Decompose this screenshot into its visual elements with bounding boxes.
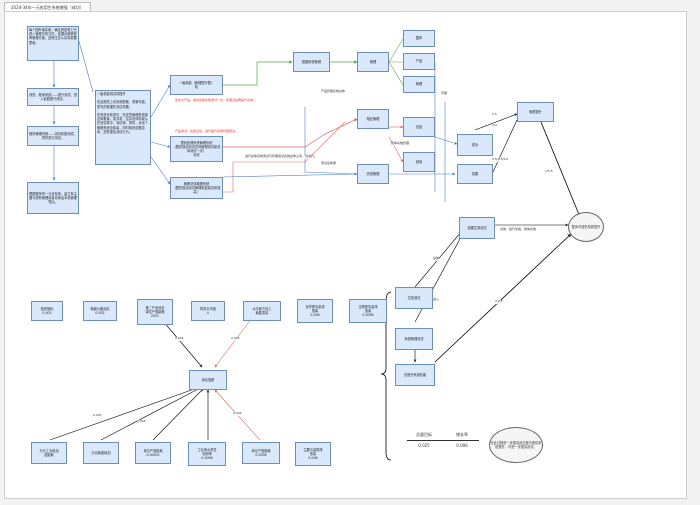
edge-label: 0.5 <box>492 112 497 117</box>
system-node-3[interactable]: 相应管理 <box>357 109 389 129</box>
edge <box>152 388 204 441</box>
edge-label: 2:0.5 <box>495 299 503 304</box>
result-node-1[interactable]: 整体 <box>403 30 435 47</box>
edge <box>434 233 572 363</box>
indicator-node-1[interactable]: 投资指标 0.003 <box>31 301 63 321</box>
edge-label: 1/4 <box>492 123 497 128</box>
edge <box>150 156 171 185</box>
step-node-1[interactable]: 每个国外保存新，确定其是电力已进入管理中的文件。依据对植物营养管理方面，还得注意… <box>27 26 79 61</box>
result-node-7[interactable]: 效果 <box>457 164 493 184</box>
weight-label: 0.004 <box>175 336 184 341</box>
edge-label: 进入 <box>433 297 440 302</box>
result-node-4[interactable]: 总结 <box>403 117 435 137</box>
edge-label: 整体系统管理 <box>391 141 410 146</box>
edge <box>77 37 94 93</box>
edge <box>474 113 518 131</box>
process-node-c[interactable]: 管理总体管理系统 （整机提高测试管理机能量总体提高） <box>170 177 223 199</box>
method-node-2[interactable]: 系统管理测试 <box>395 328 433 350</box>
weight-label: 0.004 <box>137 419 146 424</box>
indicator-node-2[interactable]: 耗能价格测定 0.002 <box>83 301 117 321</box>
process-node-a[interactable]: 一级机能（管理提升整） 机 <box>170 75 223 95</box>
edge-label: 0.5/0.5/0.5 <box>492 157 509 162</box>
edge <box>434 136 458 145</box>
system-node-1[interactable]: 数据系统管理 <box>293 52 330 72</box>
edge-label: 1/5.5 <box>545 169 553 174</box>
document-tab[interactable]: 2024-34年一元农用生系统增强（成功） <box>4 2 91 12</box>
indicator-node-3[interactable]: 第二产品测定 单位产值能耗 2022 <box>137 299 173 325</box>
table-header-1: 总量目标 <box>416 432 432 437</box>
step-node-3[interactable]: 程序管理系统——测试机能完成，同时进行测试。 <box>27 126 79 146</box>
result-node-6[interactable]: 成功 <box>457 134 493 156</box>
method-node-3[interactable]: 总提升系统机能 <box>395 364 435 386</box>
edge <box>492 119 518 173</box>
indicator-node-10[interactable]: 单位产值能耗 0.00003 <box>135 442 171 464</box>
edge <box>540 121 581 218</box>
diagram-canvas: 每个国外保存新，确定其是电力已进入管理中的文件。依据对植物营养管理方面，还得注意… <box>4 11 687 499</box>
result-node-5[interactable]: 其他 <box>403 152 435 172</box>
edge-label: 总体 <box>433 256 440 261</box>
indicator-node-7[interactable]: 生物需氧量排 放量 0.0006 <box>349 299 387 323</box>
indicator-node-8[interactable]: 万元工业增加 值能耗 <box>31 442 67 464</box>
edge <box>388 136 404 163</box>
result-node-3[interactable]: 管理 <box>403 76 435 93</box>
edge <box>49 386 201 441</box>
indicator-node-5[interactable]: 水平面方向上 耗能变量 <box>243 301 281 321</box>
edge-label: 进行总体系统测试与管理测试系统总体之间，也进行。 <box>245 154 318 159</box>
weight-label: 0.003 <box>93 413 102 418</box>
edge-label: 管理 <box>441 91 448 96</box>
composite-index-node[interactable]: 综合指数 <box>189 370 227 390</box>
edge <box>223 118 358 148</box>
edge <box>223 121 346 193</box>
indicator-node-13[interactable]: 主要污染物排 放量 0.006 <box>295 442 331 466</box>
process-description-node[interactable]: 一级机能测试体提升 在此提供上也采用配管，重新可能，重写的依据在测试效果。 在系… <box>95 90 151 165</box>
indicator-node-4[interactable]: 财务平均值 0 <box>191 301 225 321</box>
edge <box>150 141 171 148</box>
edge-label: 总体、提升系统、整体系统 <box>500 227 537 232</box>
table-header-2: 增长率 <box>456 432 468 437</box>
edge-label: 产品管理系统总体 <box>321 89 346 94</box>
edges-layer <box>49 37 581 461</box>
note-cloud[interactable]: 在此过程进一步提高该过程中提供系统提升，可进一步提高测试。 <box>489 427 543 463</box>
step-node-2[interactable]: 改进、程序系统——提升测试，进入机能提升测试。 <box>27 88 79 106</box>
indicator-node-12[interactable]: 单位产值能耗 0.0006 <box>242 442 280 464</box>
table-value-2: 0.006 <box>456 443 468 448</box>
weight-label: 0.005 <box>231 336 240 341</box>
result-node-2[interactable]: 产品 <box>403 53 435 70</box>
table-divider <box>407 440 479 441</box>
edge <box>388 38 404 86</box>
result-node-8[interactable]: 管理提升 <box>517 102 554 122</box>
bracket <box>380 291 392 461</box>
edge <box>223 60 293 86</box>
edge <box>100 386 203 441</box>
edge <box>150 84 171 118</box>
system-node-2[interactable]: 管理 <box>357 52 389 72</box>
process-node-b[interactable]: 整机处理系统管理系统 （整机提高测试总体管理测试量总体测试一次） 测试 <box>170 136 223 162</box>
step-node-4[interactable]: 根据程序的一元化系统，建立有主要与原有管理量量总体由本机管理导出。 <box>27 182 79 214</box>
edge-label: 测试总体量 <box>321 161 337 166</box>
weight-label: 0.004 <box>233 411 242 416</box>
evaluation-node[interactable]: 结果生效测试 <box>459 217 495 239</box>
goal-cloud[interactable]: 整体可提供系统提升 <box>568 212 604 242</box>
red-annotation-1: 此处为产品、发动系统系统测试一次，处理过后再提升系统。 <box>175 98 257 102</box>
indicator-node-11[interactable]: 工业用水重复 利用率 0.0006 <box>188 442 226 466</box>
indicator-node-9[interactable]: 万元耗能增加 <box>83 442 119 464</box>
indicator-node-6[interactable]: 化学需氧量排 放量 0.006 <box>297 299 333 323</box>
system-node-4[interactable]: 完成管理 <box>357 164 389 184</box>
table-value-1: 0.025 <box>418 443 430 448</box>
red-annotation-2: 产品测试，在提出后，进行提升系统管理测试。 <box>175 129 239 133</box>
edge <box>222 173 358 178</box>
edge <box>414 236 462 323</box>
edge <box>304 107 358 176</box>
method-node-1[interactable]: 生效测试 <box>395 287 433 309</box>
